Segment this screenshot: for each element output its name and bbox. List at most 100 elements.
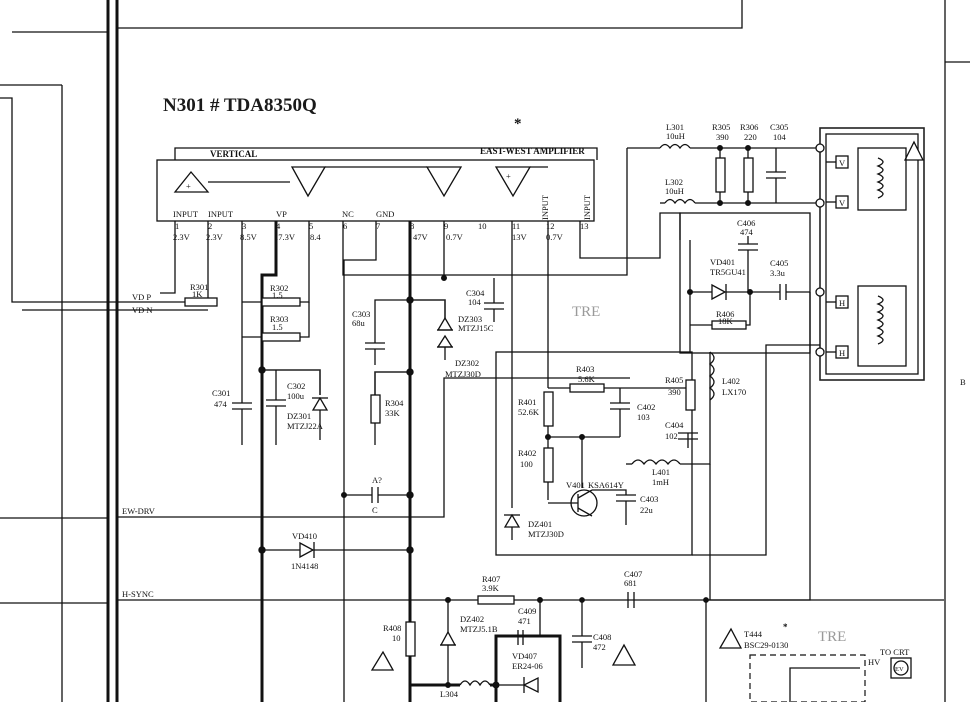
svg-text:5: 5 [309, 221, 313, 231]
svg-text:R301: R301 [190, 282, 208, 292]
svg-text:L304: L304 [440, 689, 459, 699]
svg-text:V401: V401 [566, 480, 585, 490]
svg-text:390: 390 [716, 132, 729, 142]
capacitor-c405: C405 3.3u [770, 258, 810, 300]
deflection-filter-section: L301 10uH L302 10uH R305 390 R306 220 [627, 122, 820, 205]
svg-text:R302: R302 [270, 283, 288, 293]
svg-text:VD410: VD410 [292, 531, 317, 541]
svg-text:18K: 18K [718, 316, 734, 326]
svg-text:1.5: 1.5 [272, 322, 283, 332]
capacitor-c406: C406 474 [737, 218, 758, 292]
yoke-return-wire [692, 344, 820, 556]
svg-text:TR5GU41: TR5GU41 [710, 267, 746, 277]
svg-text:100: 100 [520, 459, 533, 469]
diagram-title: N301 # TDA8350Q [163, 95, 317, 116]
svg-text:3.9K: 3.9K [482, 583, 500, 593]
deflection-yoke-connector: V V H H [815, 127, 925, 381]
pin-4-name: VP [276, 209, 287, 219]
flyback-amp-symbol [425, 166, 463, 198]
ic-pin-labels: INPUT INPUT VP NC GND INPUT INPUT [173, 194, 592, 220]
svg-text:+: + [506, 171, 511, 181]
watermark: TRE [818, 629, 846, 645]
svg-text:47V: 47V [413, 232, 429, 242]
svg-text:220: 220 [744, 132, 757, 142]
svg-text:9: 9 [444, 221, 448, 231]
svg-text:1mH: 1mH [652, 477, 669, 487]
svg-text:MTZJ5.1B: MTZJ5.1B [460, 624, 498, 634]
edge-marker-b: B [960, 377, 966, 387]
capacitor-c304: C304 104 [466, 278, 504, 322]
svg-text:KSA614Y: KSA614Y [588, 480, 624, 490]
svg-text:EV: EV [895, 666, 904, 673]
resistor-r304: R304 33K [370, 371, 410, 445]
svg-text:VD407: VD407 [512, 651, 537, 661]
opamp-input-symbol [173, 170, 210, 193]
svg-text:C402: C402 [637, 402, 655, 412]
svg-text:R401: R401 [518, 397, 536, 407]
svg-text:R405: R405 [665, 375, 683, 385]
pin-6-name: NC [342, 209, 354, 219]
junction-dot [579, 597, 585, 603]
svg-text:3.3u: 3.3u [770, 268, 786, 278]
svg-text:DZ303: DZ303 [458, 314, 482, 324]
svg-text:R403: R403 [576, 364, 594, 374]
vertical-amp-symbol [290, 166, 327, 198]
signal-vd-n: VD N [132, 305, 153, 315]
svg-text:390: 390 [668, 387, 681, 397]
ic-pin-voltages: 2.3V 2.3V 8.5V 17.3V 8.4 47V 0.7V 13V 0.… [173, 232, 564, 242]
svg-text:22u: 22u [640, 505, 654, 515]
resistor-r407: R407 3.9K [477, 574, 515, 605]
resistor-r402: R402 100 [518, 447, 554, 500]
svg-text:2.3V: 2.3V [173, 232, 191, 242]
svg-text:HV: HV [868, 657, 881, 667]
svg-text:8: 8 [410, 221, 414, 231]
svg-text:R305: R305 [712, 122, 730, 132]
zener-dz401: DZ401 MTZJ30D [503, 513, 564, 540]
svg-text:1K: 1K [192, 289, 203, 299]
svg-text:10uH: 10uH [665, 186, 684, 196]
svg-text:C409: C409 [518, 606, 536, 616]
svg-text:10: 10 [392, 633, 401, 643]
svg-text:33K: 33K [385, 408, 401, 418]
resistor-r306: R306 220 [740, 122, 758, 203]
svg-text:DZ301: DZ301 [287, 411, 311, 421]
capacitor-c303: C303 68u [352, 299, 410, 365]
svg-text:0.7V: 0.7V [446, 232, 464, 242]
svg-text:1: 1 [175, 221, 179, 231]
resistor-r405: R405 390 [665, 375, 696, 411]
resistor-r302: R302 1.5 [261, 283, 301, 307]
yoke-return-wire [706, 292, 811, 601]
resistor-r403: R403 5.6K [548, 364, 690, 393]
svg-text:2: 2 [208, 221, 212, 231]
capacitor-c408: C408 472 [572, 600, 611, 668]
svg-text:472: 472 [593, 642, 606, 652]
ic-label-eastwest: EAST-WEST AMPLIFIER [480, 146, 585, 156]
capacitor-a: A? C [344, 475, 410, 515]
resistor-r301: R301 1K [184, 282, 218, 307]
zener-dz301: DZ301 MTZJ22A [287, 396, 329, 440]
svg-text:52.6K: 52.6K [518, 407, 540, 417]
svg-text:C406: C406 [737, 218, 755, 228]
diode-vd401: VD401 TR5GU41 [690, 257, 780, 301]
svg-text:17.3V: 17.3V [274, 232, 296, 242]
svg-text:474: 474 [214, 399, 228, 409]
inductor-l301: L301 10uH [666, 122, 685, 141]
svg-text:8.5V: 8.5V [240, 232, 258, 242]
junction-dots [258, 145, 753, 689]
svg-text:10uH: 10uH [666, 131, 685, 141]
svg-text:+: + [186, 181, 191, 191]
svg-text:V: V [839, 158, 846, 168]
ew-output-section: VD401 TR5GU41 C405 3.3u R406 18K C406 47… [679, 212, 811, 354]
ic-n301: VERTICAL EAST-WEST AMPLIFIER + + INPUT I… [156, 146, 598, 242]
svg-text:*: * [783, 622, 788, 632]
svg-text:7: 7 [376, 221, 380, 231]
svg-text:R407: R407 [482, 574, 500, 584]
ew-driver-section: R401 52.6K R402 100 R403 5.6K C402 103 [495, 351, 746, 556]
flyback-t444: T444 BSC29-0130 * TO CRT HV EV [705, 600, 912, 702]
pin-2-name: INPUT [208, 209, 234, 219]
svg-text:V: V [839, 198, 846, 208]
zener-dz302: DZ302 MTZJ30D [436, 334, 481, 379]
svg-text:R306: R306 [740, 122, 758, 132]
